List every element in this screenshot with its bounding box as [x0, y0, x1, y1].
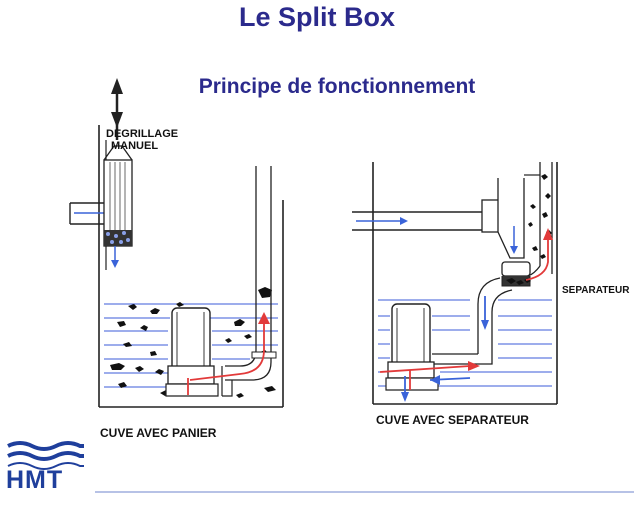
caption-cuve-separateur: CUVE AVEC SEPARATEUR: [376, 413, 529, 427]
wave-logo-icon: [7, 441, 84, 470]
cuve-panier-schematic: [69, 78, 284, 408]
separator-pipe: [432, 277, 513, 365]
discharge-pipe-left: [221, 166, 277, 397]
pump-left: [165, 307, 219, 397]
pump-right: [385, 303, 439, 391]
degrillage-label: DEGRILLAGE MANUEL: [106, 128, 179, 152]
cuve-separateur-schematic: [352, 162, 558, 405]
flow-arrows-right: [379, 228, 553, 402]
inlet-pipe-right: [352, 211, 505, 231]
debris-right: [506, 174, 552, 285]
separator: [481, 174, 540, 287]
basket: [103, 140, 133, 270]
page-subtitle: Principe de fonctionnement: [198, 75, 476, 98]
lift-rod: [111, 78, 123, 140]
page-title: Le Split Box: [238, 2, 395, 32]
separateur-label: SEPARATEUR: [562, 285, 630, 296]
caption-cuve-panier: CUVE AVEC PANIER: [100, 426, 217, 440]
discharge-column-right: [527, 162, 553, 277]
flow-arrows-left: [187, 312, 270, 395]
footer-divider: [95, 491, 634, 493]
hmt-logo-text: HMT: [6, 466, 64, 494]
